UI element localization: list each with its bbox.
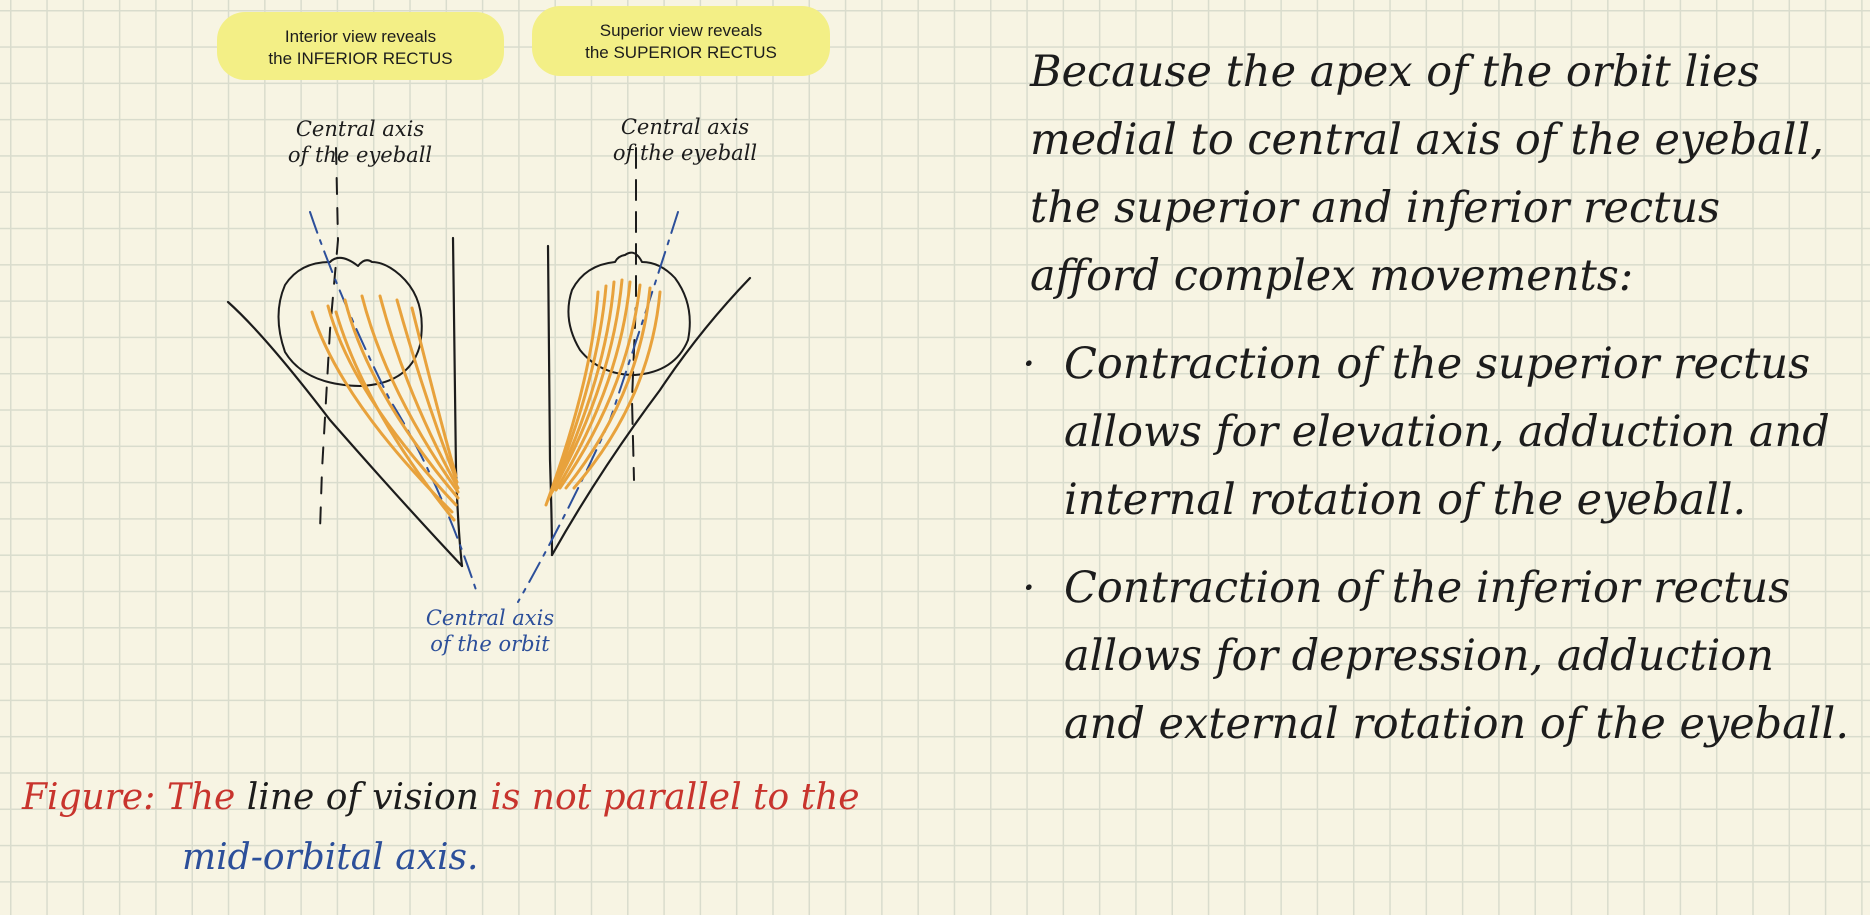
right-eyeball-axis-label-line1: Central axis bbox=[620, 115, 750, 139]
right-eyeball-outline bbox=[567, 251, 691, 376]
superior-rectus-fiber bbox=[546, 284, 608, 502]
left-orbit-lateral-wall bbox=[226, 300, 464, 568]
superior-view-note: Superior view reveals the SUPERIOR RECTU… bbox=[532, 6, 830, 76]
caption-the: The bbox=[166, 777, 236, 818]
right-view bbox=[517, 147, 752, 603]
orbit-axis-label-line1: Central axis bbox=[425, 606, 555, 630]
inferior-view-note-line1: Interior view reveals bbox=[284, 27, 437, 46]
inferior-view-note: Interior view reveals the INFERIOR RECTU… bbox=[217, 12, 504, 80]
superior-view-note-line1: Superior view reveals bbox=[599, 21, 763, 40]
inferior-rectus-fiber bbox=[343, 298, 460, 500]
inferior-rectus-fiber bbox=[334, 310, 456, 522]
inferior-rectus-fiber bbox=[410, 306, 458, 478]
superior-view-note-line2: the SUPERIOR RECTUS bbox=[585, 43, 777, 62]
right-eyeball-axis-label: Central axis of the eyeball bbox=[565, 114, 805, 166]
orbit-axis-label-line2: of the orbit bbox=[430, 632, 550, 656]
note-bullet-inferior: · Contraction of the inferior rectus all… bbox=[1022, 554, 1860, 758]
note-bullet-inferior-text: Contraction of the inferior rectus allow… bbox=[1064, 563, 1849, 749]
superior-rectus-fiber bbox=[572, 290, 662, 490]
inferior-view-note-line2: the INFERIOR RECTUS bbox=[268, 49, 453, 68]
notes-intro: Because the apex of the orbit lies media… bbox=[1030, 47, 1824, 301]
caption-label: Figure: bbox=[22, 777, 156, 818]
bullet-mark: · bbox=[1022, 339, 1036, 389]
superior-rectus-fibers bbox=[544, 278, 662, 507]
caption-not-parallel: is not parallel to the bbox=[490, 777, 860, 818]
left-orbit-axis bbox=[309, 211, 479, 597]
superior-rectus-fiber bbox=[550, 278, 624, 494]
superior-rectus-fiber bbox=[548, 280, 616, 498]
superior-rectus-fiber bbox=[558, 283, 642, 490]
note-bullet-superior-text: Contraction of the superior rectus allow… bbox=[1064, 339, 1830, 525]
right-orbit-lateral-wall bbox=[550, 276, 752, 557]
superior-rectus-fiber bbox=[544, 290, 600, 507]
superior-rectus-fiber bbox=[564, 286, 652, 490]
inferior-rectus-fiber bbox=[360, 294, 460, 494]
superior-rectus-fiber bbox=[554, 280, 632, 492]
bullet-mark: · bbox=[1022, 563, 1036, 613]
caption-mid-orbital-axis: mid-orbital axis. bbox=[182, 837, 479, 878]
inferior-rectus-fibers bbox=[310, 294, 460, 522]
notes-panel: Because the apex of the orbit lies media… bbox=[1022, 38, 1860, 758]
left-eyeball-axis-label-line2: of the eyeball bbox=[287, 143, 433, 167]
note-bullet-superior: · Contraction of the superior rectus all… bbox=[1022, 330, 1860, 534]
inferior-rectus-fiber bbox=[395, 298, 459, 484]
inferior-rectus-fiber bbox=[378, 294, 460, 490]
caption-line-of-vision: line of vision bbox=[246, 777, 479, 818]
right-orbit-medial-wall bbox=[546, 244, 554, 557]
orbit-axis-label: Central axis of the orbit bbox=[390, 605, 590, 657]
left-orbit-medial-wall bbox=[451, 236, 464, 568]
left-eyeball-axis-label-line1: Central axis bbox=[295, 117, 425, 141]
left-eyeball-axis bbox=[319, 147, 339, 531]
left-eyeball-outline bbox=[277, 256, 423, 387]
left-eyeball-axis-label: Central axis of the eyeball bbox=[235, 116, 485, 168]
left-view bbox=[226, 147, 479, 597]
figure-caption: Figure: The line of vision is not parall… bbox=[22, 768, 992, 888]
